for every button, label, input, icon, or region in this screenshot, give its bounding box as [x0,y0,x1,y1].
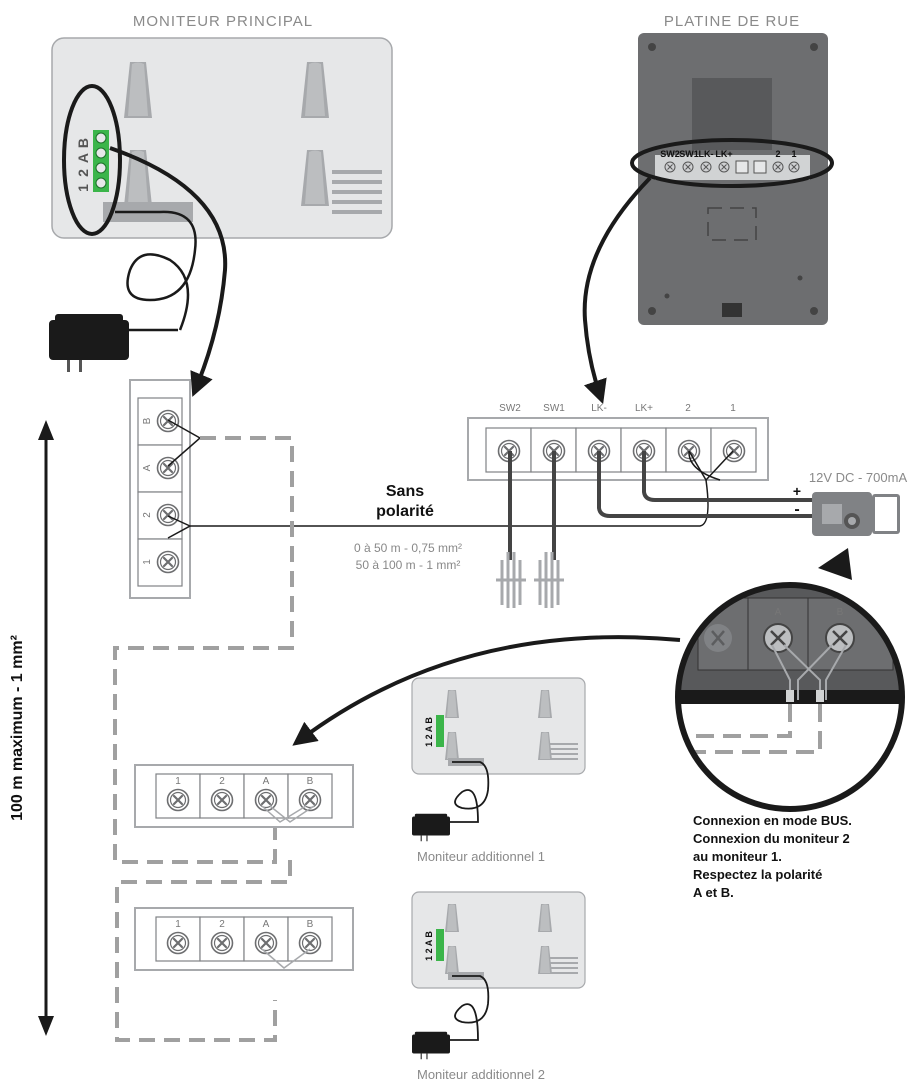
wire-section-line-1: 0 à 50 m - 0,75 mm² [354,541,462,555]
add-monitor-2-adapter-icon [412,1031,450,1060]
block-label-b: B [142,417,153,424]
add2-label-a: A [263,919,270,930]
lock-wires [597,451,812,518]
electric-lock-icon [812,492,900,536]
zoom-label-a: A [775,607,782,618]
lock-plus-sign: + [793,483,801,499]
lock-power-label: 12V DC - 700mA [809,470,908,485]
dashed-bus-wires [113,436,294,1042]
main-power-adapter-icon [49,314,129,372]
main-terminal-label-a: A [75,153,91,163]
main-terminal-block: B A 2 1 [129,379,191,599]
add1-label-2: 2 [219,776,225,787]
street-small-label-lkminus: LK- [699,149,714,159]
add1-label-a: A [263,776,270,787]
add-monitor-1-terminals: 1 2 A B [424,717,434,747]
additional-monitor-1: 1 2 A B [411,677,586,775]
street-panel: SW2 SW1 LK- LK+ 2 1 [630,33,834,325]
additional-monitor-2: 1 2 A B [411,891,586,989]
street-terminal-block: SW2 SW1 LK- LK+ 2 1 [467,403,769,481]
street-small-label-sw2: SW2 [660,149,680,159]
bus-zoom-detail: 2 A B [675,548,905,812]
main-terminals-highlight [62,84,122,236]
add1-label-b: B [307,776,314,787]
street-block-label-lkminus: LK- [591,403,607,414]
add2-label-1: 1 [175,919,181,930]
street-terminals-highlight [630,138,834,188]
street-small-terminals: SW2 SW1 LK- LK+ 2 1 [660,149,800,174]
block-label-a: A [142,464,153,471]
polarity-line-1: Sans [386,483,424,500]
street-panel-title: PLATINE DE RUE [664,13,800,30]
add-monitor-1-adapter-icon [412,813,450,842]
zoom-label-b: B [837,607,844,618]
add-monitor-1-caption: Moniteur additionnel 1 [417,849,545,864]
street-block-label-1: 1 [730,403,736,414]
push-button-icon [496,552,564,608]
street-small-label-2: 2 [775,149,780,159]
street-block-label-2: 2 [685,403,691,414]
block-label-2: 2 [142,512,153,518]
polarity-line-2: polarité [376,503,434,520]
additional-terminal-block-1: 1 2 A B [134,764,354,828]
vent-lines-icon [332,170,382,214]
distance-label: 100 m maximum - 1 mm² [9,635,26,821]
add2-label-b: B [307,919,314,930]
block-label-1: 1 [142,559,153,565]
add-monitor-2-caption: Moniteur additionnel 2 [417,1067,545,1082]
main-monitor-title: MONITEUR PRINCIPAL [133,13,313,30]
main-monitor: B A 2 1 [51,37,393,239]
street-small-label-1: 1 [791,149,796,159]
street-block-label-sw2: SW2 [499,403,521,414]
street-block-label-sw1: SW1 [543,403,565,414]
street-block-label-lkplus: LK+ [635,403,653,414]
lock-minus-sign: - [794,501,799,518]
main-green-terminals: B A 2 1 [75,130,109,192]
bus-note-line-4: Respectez la polarité [693,867,822,882]
bus-note-line-5: A et B. [693,885,734,900]
add1-label-1: 1 [175,776,181,787]
bus-note-line-3: au moniteur 1. [693,849,782,864]
main-terminal-label-1: 1 [75,184,91,192]
sw-wires [508,451,556,560]
main-terminal-label-b: B [75,138,91,148]
bus-note-line-1: Connexion en mode BUS. [693,813,852,828]
bus-note-line-2: Connexion du moniteur 2 [693,831,850,846]
add2-label-2: 2 [219,919,225,930]
main-terminal-label-2: 2 [75,169,91,177]
street-small-label-sw1: SW1 [679,149,699,159]
wire-section-line-2: 50 à 100 m - 1 mm² [356,558,461,572]
street-small-label-lkplus: LK+ [715,149,732,159]
add-monitor-2-terminals: 1 2 A B [424,931,434,961]
additional-terminal-block-2: 1 2 A B [134,907,354,971]
